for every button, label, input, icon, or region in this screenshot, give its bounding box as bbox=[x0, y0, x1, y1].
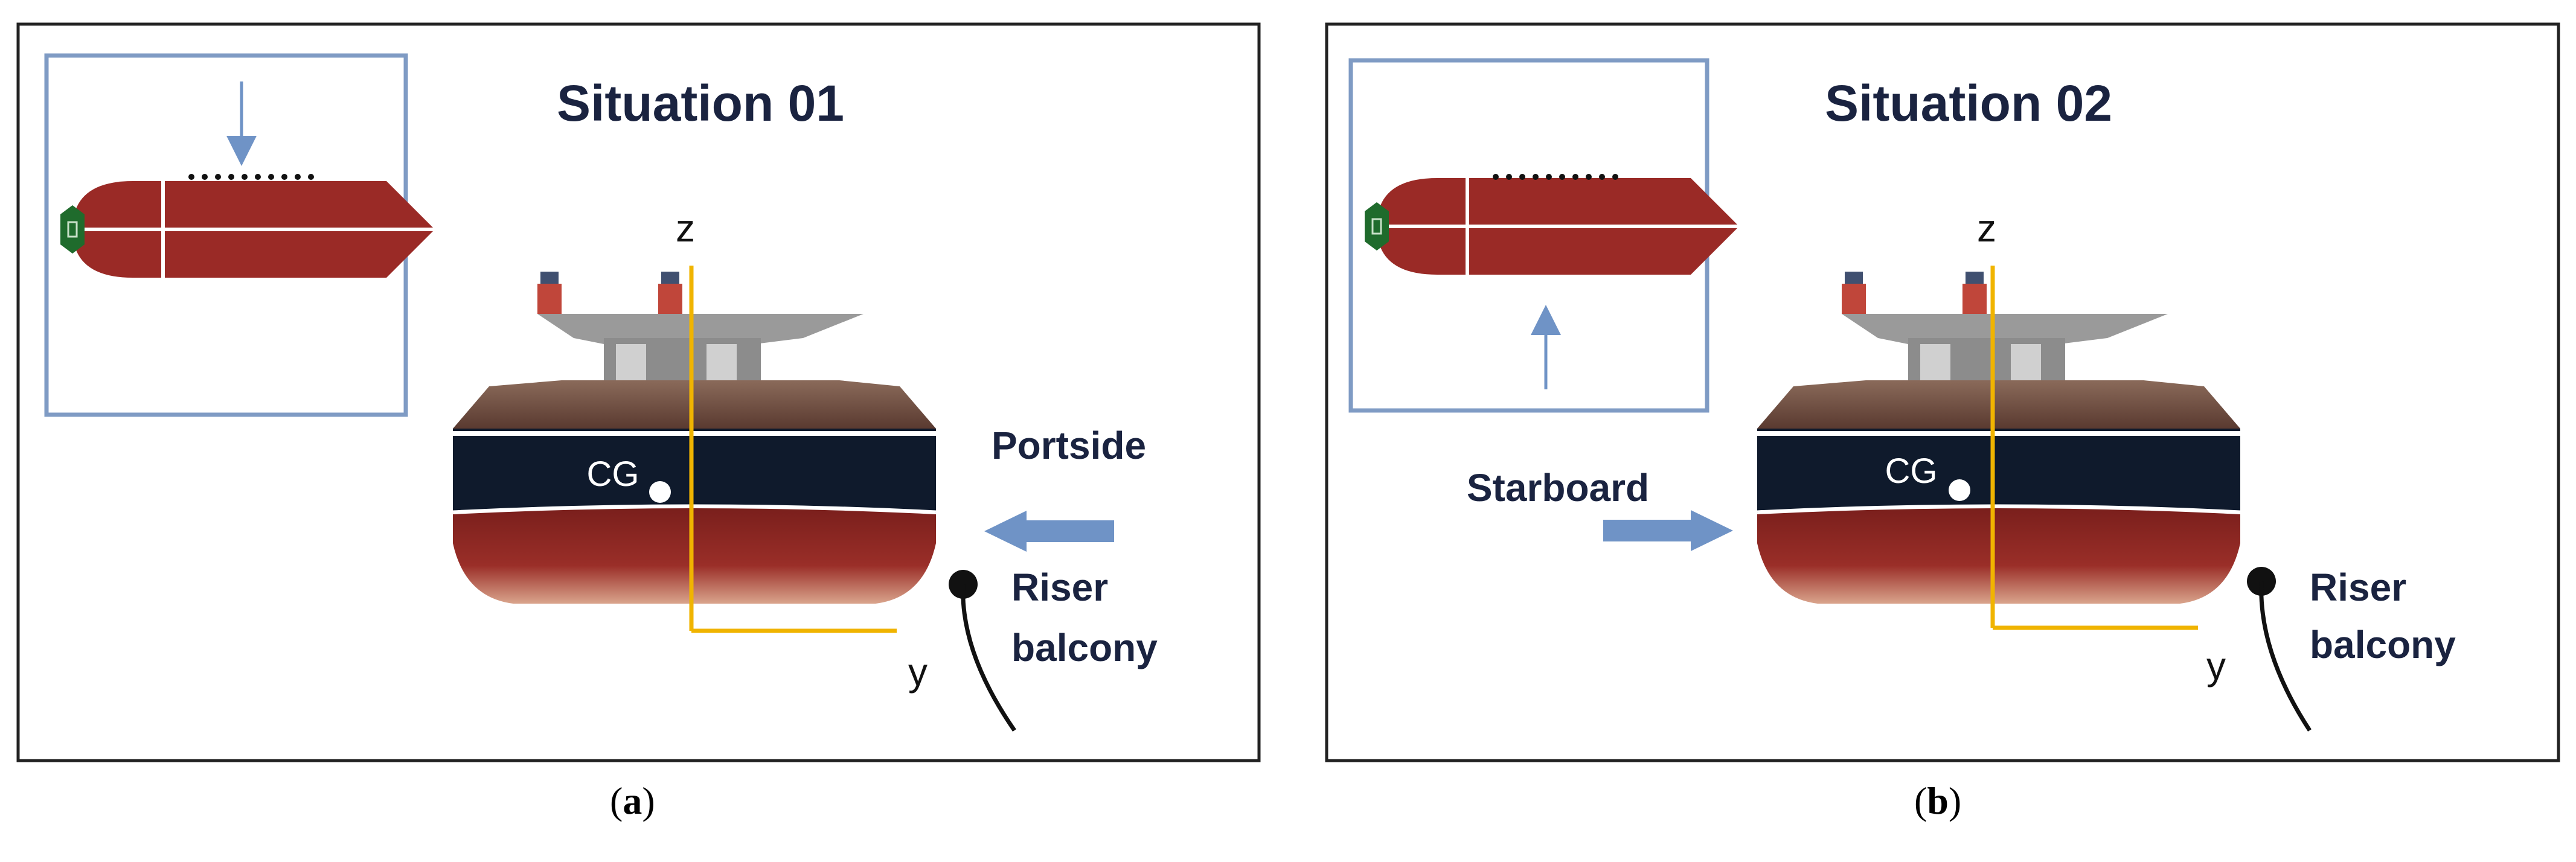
panel-a-cg-label: CG bbox=[587, 455, 639, 494]
panel-a-title: Situation 01 bbox=[557, 75, 844, 132]
caption-b-close: ) bbox=[1948, 779, 1962, 822]
caption-a: (a) bbox=[610, 779, 655, 823]
panel-b-axis-z-label: z bbox=[1977, 206, 1996, 250]
panel-a-plan-ship bbox=[60, 181, 435, 278]
panel-a-front-ship bbox=[453, 272, 936, 604]
caption-b: (b) bbox=[1914, 779, 1961, 823]
caption-a-close: ) bbox=[642, 779, 655, 822]
panel-a: Situation 01 z y CG Portside Riser balco… bbox=[16, 22, 1261, 762]
panel-b-riser-line bbox=[2259, 581, 2312, 732]
panel-a-axis-y-label: y bbox=[908, 650, 928, 694]
panel-b-riser-label-1: Riser bbox=[2310, 566, 2406, 609]
panel-b-front-ship bbox=[1757, 272, 2240, 604]
panel-a-mooring-dots bbox=[188, 174, 314, 180]
panel-b-cg-label: CG bbox=[1885, 452, 1938, 491]
panel-b-riser-label-2: balcony bbox=[2310, 623, 2456, 666]
panel-a-riser-line bbox=[961, 584, 1016, 732]
panel-a-riser-label-1: Riser bbox=[1011, 566, 1108, 609]
caption-b-open: ( bbox=[1914, 779, 1927, 822]
panel-b-axis-y-label: y bbox=[2206, 644, 2226, 688]
caption-b-letter: b bbox=[1927, 779, 1949, 822]
panel-b-force-arrow bbox=[1603, 510, 1733, 551]
panel-a-frame bbox=[16, 22, 1261, 762]
panel-b-plan-ship bbox=[1365, 178, 1739, 275]
panel-b-mooring-dots bbox=[1493, 174, 1618, 180]
panel-a-cg-dot bbox=[649, 481, 671, 503]
caption-a-letter: a bbox=[623, 779, 642, 822]
panel-a-force-arrow bbox=[984, 511, 1114, 552]
panel-a-axis-z-label: z bbox=[676, 206, 695, 250]
panel-b-cg-dot bbox=[1949, 479, 1970, 501]
panel-b: Situation 02 z y CG Starboard Riser balc… bbox=[1325, 22, 2560, 762]
panel-b-side-label: Starboard bbox=[1467, 466, 1649, 509]
panel-a-side-label: Portside bbox=[992, 424, 1146, 467]
panel-b-title: Situation 02 bbox=[1825, 75, 2112, 132]
caption-a-open: ( bbox=[610, 779, 623, 822]
panel-b-frame bbox=[1325, 22, 2560, 762]
panel-a-riser-label-2: balcony bbox=[1011, 626, 1158, 669]
